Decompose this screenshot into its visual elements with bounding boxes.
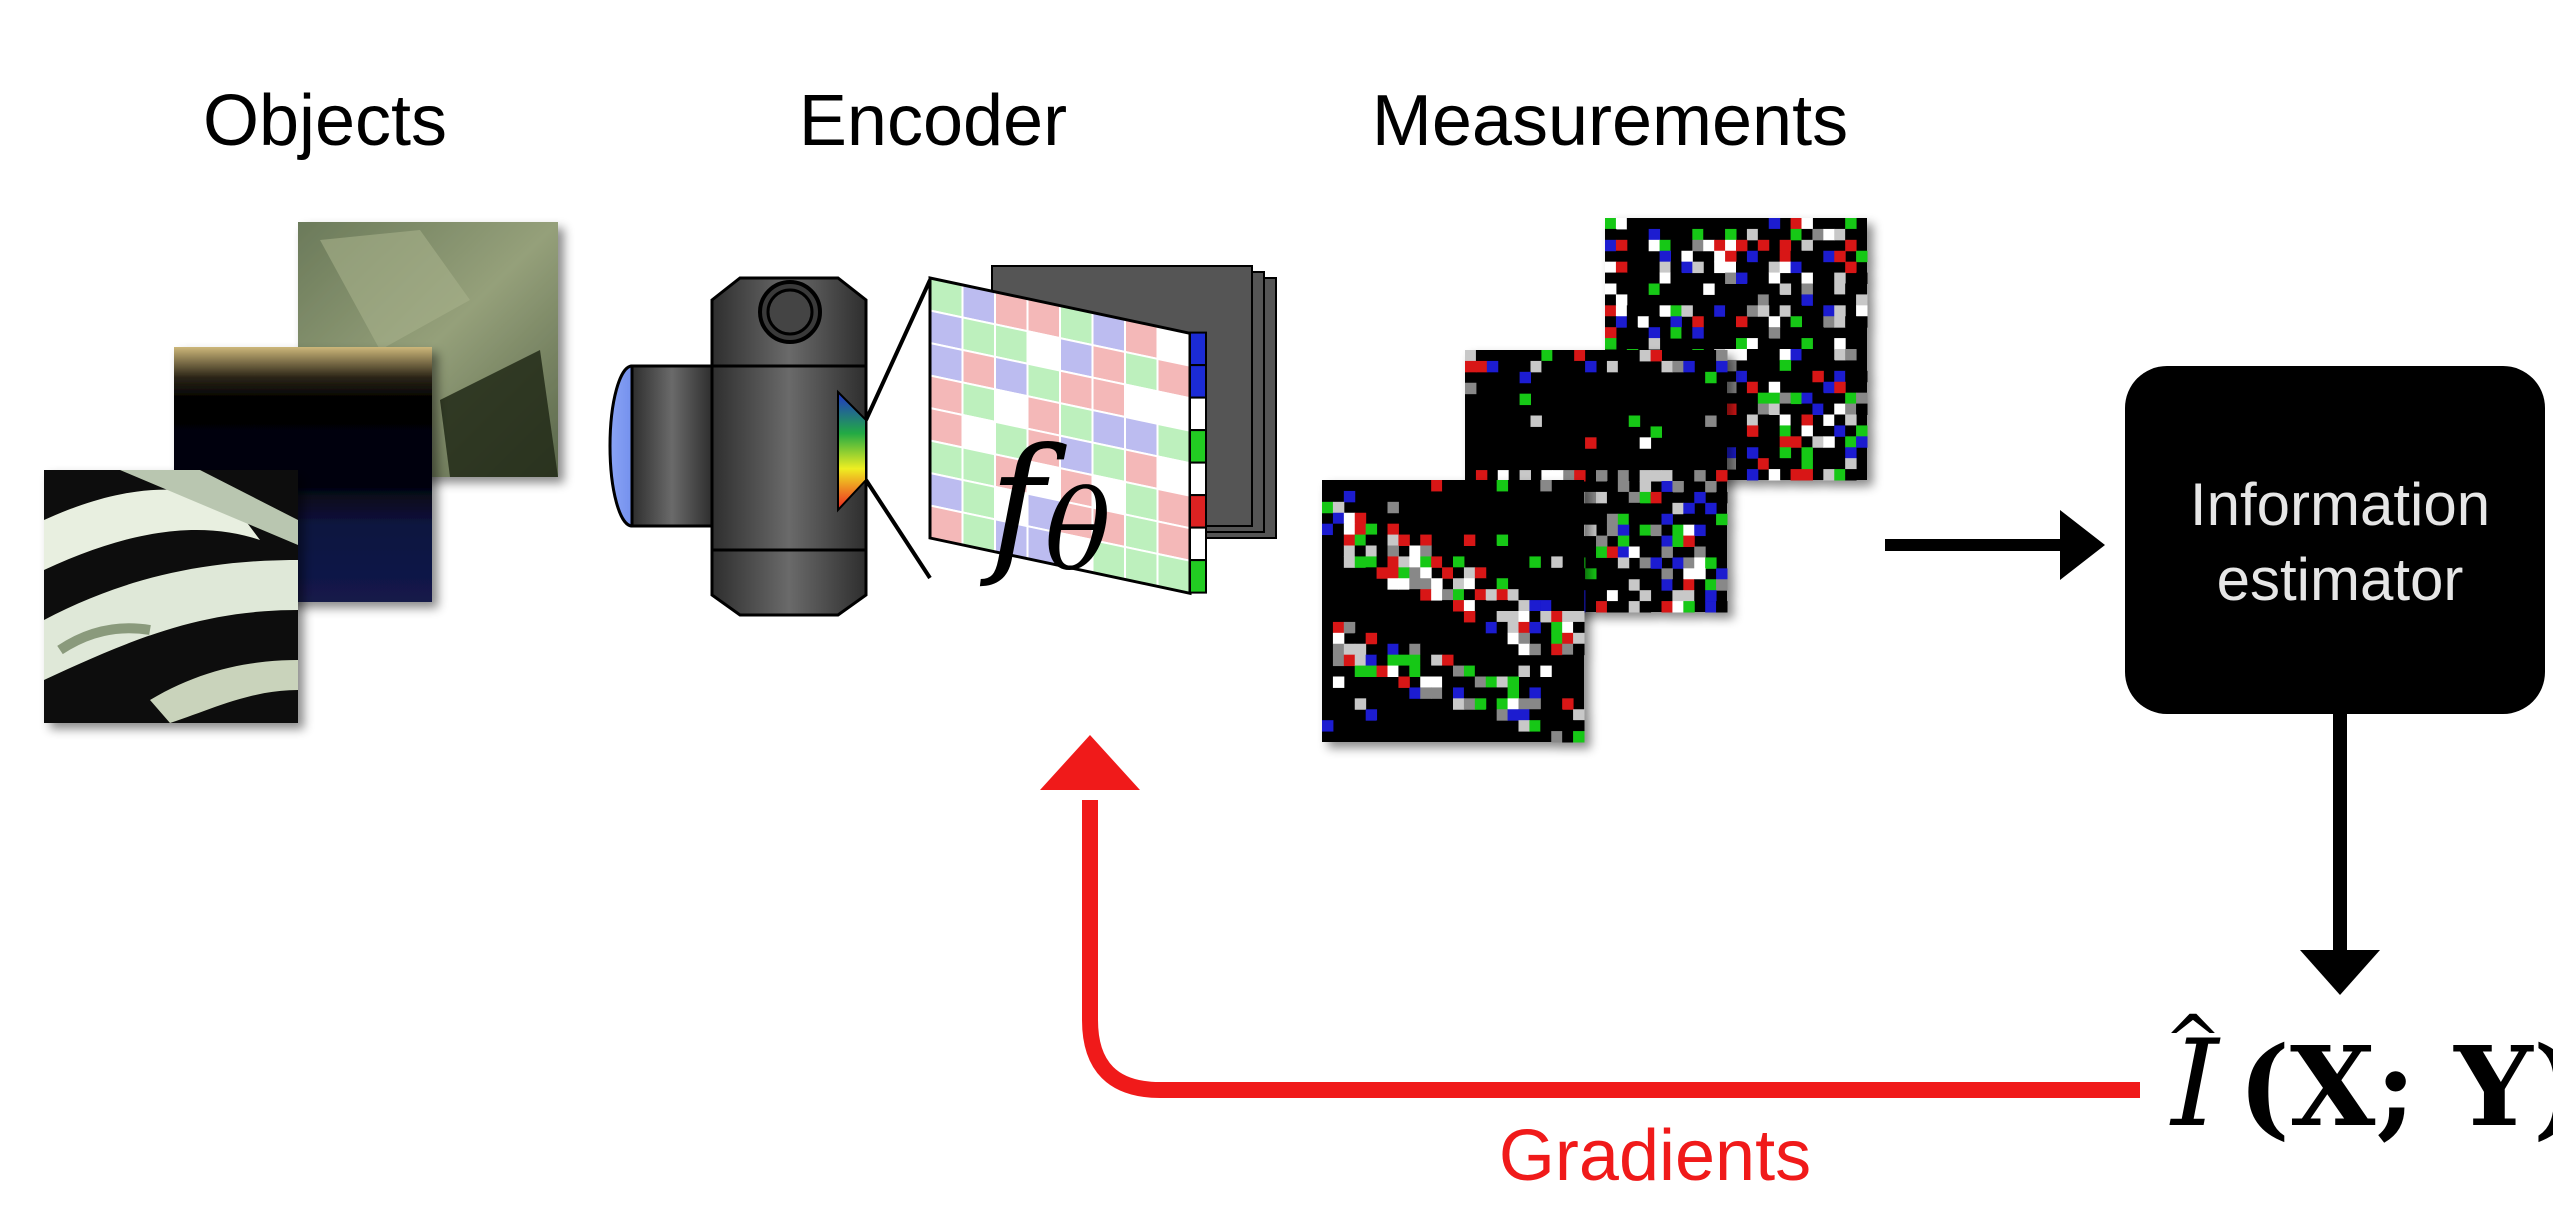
mi-hat: ^ — [2164, 1000, 2223, 1082]
estimator-label-line1: Information — [2190, 471, 2490, 538]
object-image-1 — [44, 470, 298, 723]
flow-arrow — [1885, 510, 2105, 580]
color-filter-array-icon — [928, 265, 1277, 596]
gradients-arrow — [1040, 735, 2140, 1098]
measurement-panel — [1322, 480, 1585, 743]
down-arrow — [2300, 714, 2380, 995]
camera-icon — [608, 276, 932, 617]
mi-I: I — [2169, 1015, 2221, 1154]
mutual-information-estimate: ^ I (X; Y) — [2164, 1000, 2553, 1154]
encoder-title: Encoder — [799, 81, 1067, 161]
mi-args: (X; Y) — [2238, 1022, 2553, 1151]
measurements-stack — [1322, 218, 1868, 743]
objects-title: Objects — [203, 81, 447, 161]
objects-stack — [44, 222, 558, 723]
measurements-title: Measurements — [1372, 81, 1848, 161]
estimator-box: Information estimator — [2125, 366, 2545, 714]
gradients-label: Gradients — [1499, 1116, 1811, 1196]
encoder-symbol-theta: θ — [1045, 467, 1111, 595]
estimator-label-line2: estimator — [2217, 546, 2464, 613]
